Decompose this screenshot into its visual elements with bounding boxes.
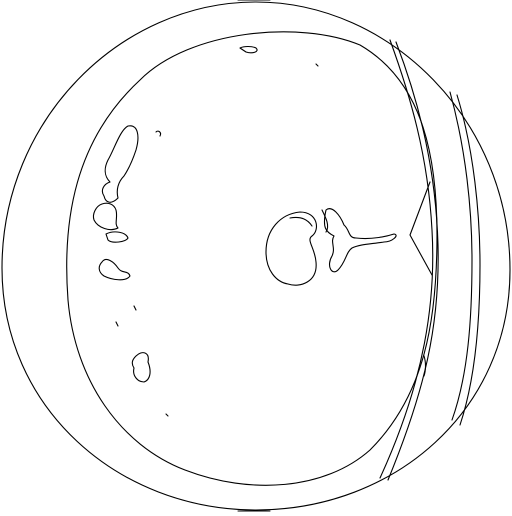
left-lower-blob-outline <box>98 259 131 281</box>
right-band-line-2 <box>387 41 439 481</box>
top-right-dot <box>315 63 319 67</box>
left-cluster-small-outline <box>105 231 129 243</box>
left-upper-dot <box>155 130 162 137</box>
right-small-tick <box>423 355 427 377</box>
bottom-left-dot <box>165 413 169 417</box>
spine-process-line <box>321 209 329 233</box>
right-band-line-1 <box>379 39 434 479</box>
central-ring-outline <box>265 211 318 286</box>
central-ring-inner-line <box>289 216 313 227</box>
right-band-line-3 <box>449 91 473 421</box>
right-notch-outline <box>409 181 433 276</box>
left-cluster-mid-outline <box>92 202 119 231</box>
right-band-line-4 <box>456 94 481 426</box>
spine-structure-outline <box>323 208 397 273</box>
left-small-tick-2 <box>133 305 137 311</box>
left-small-tick-1 <box>115 321 119 327</box>
left-bottom-blob-outline <box>131 352 151 383</box>
left-cluster-top-outline <box>101 125 139 203</box>
body-outline <box>66 31 438 486</box>
top-small-mark <box>239 45 258 54</box>
